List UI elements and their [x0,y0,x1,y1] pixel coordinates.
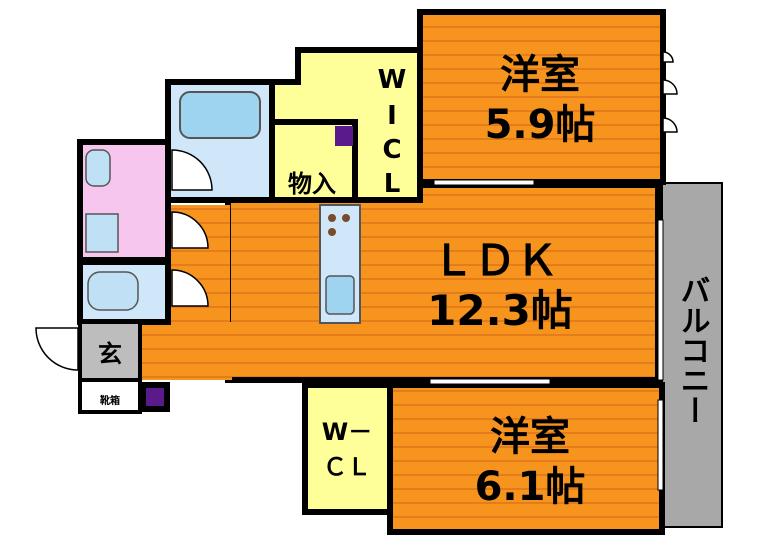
wic-bottom [302,382,393,515]
sliding-door [433,179,535,186]
balcony [661,182,723,528]
storage-label: 物入 [288,170,336,198]
wic-bottom-line-2: ＣＬ [323,453,371,481]
ldk-name: ＬＤＫ [432,236,558,285]
wic-top-char-3: C [382,135,401,165]
kitchen-sink [325,275,355,315]
balcony-label: バルコニー [675,275,710,425]
door-swing [171,211,209,249]
stove-burner [328,214,336,222]
stove-burner [328,228,336,236]
window-arc [662,79,678,95]
wic-top-char-2: I [387,101,397,131]
door-swing [171,269,209,307]
entrance-door-swing [35,327,79,371]
western-room-top [417,9,666,185]
entrance [78,320,142,382]
hallway [140,322,232,380]
western-room-bottom-name: 洋室 [490,414,570,460]
western-room-top-name: 洋室 [500,52,580,98]
window-arc [662,51,674,63]
pipe-space-bottom-inner [146,388,164,406]
stove-burner [342,214,350,222]
sliding-door [429,378,551,385]
western-room-top-size: 5.9帖 [485,102,596,148]
wic-top-char-1: W [378,65,407,95]
entrance-label: 玄 [98,340,122,368]
wic-top-char-4: L [384,169,401,199]
door-swing [171,149,213,191]
toilet [87,271,139,311]
washing-machine [85,213,119,253]
sliding-door [657,219,664,381]
sliding-door [657,399,664,491]
wash-basin [85,149,111,187]
shoe-box-label: 靴箱 [100,394,120,407]
wic-bottom-line-1: W－ [322,418,372,446]
window-arc [662,117,678,133]
pipe-space-top [335,126,353,146]
bathtub [179,91,261,139]
western-room-bottom-size: 6.1帖 [475,464,586,510]
ldk-size: 12.3帖 [427,286,573,335]
